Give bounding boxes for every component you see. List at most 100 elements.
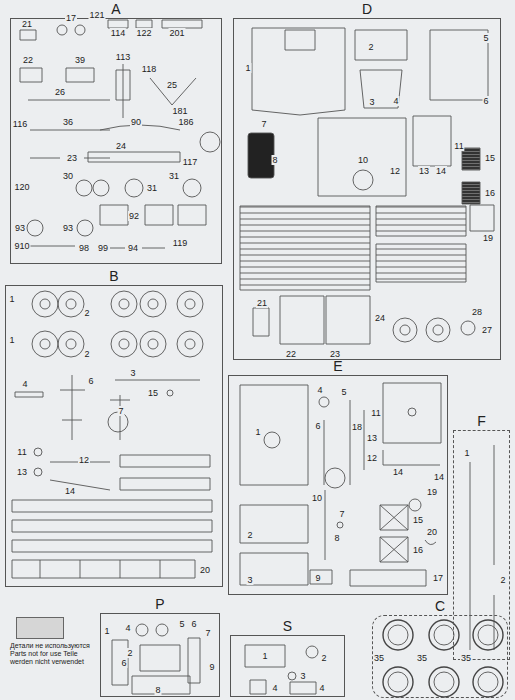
callout-number: 116 [12, 119, 28, 129]
callout-number: 23 [329, 349, 341, 359]
callout-number: 94 [127, 243, 139, 253]
callout-number: 6 [87, 376, 94, 386]
callout-number: 3 [246, 575, 253, 585]
callout-number: 36 [62, 117, 74, 127]
callout-number: 4 [318, 683, 325, 693]
callout-number: 7 [260, 119, 267, 129]
callout-number: 2 [320, 653, 327, 663]
callout-number: 4 [124, 623, 131, 633]
callout-number: 8 [271, 155, 278, 165]
callout-number: 35 [460, 653, 472, 663]
callout-number: 117 [182, 157, 198, 167]
callout-number: 910 [13, 241, 30, 251]
callout-number: 2 [83, 308, 90, 318]
callout-number: 16 [484, 188, 496, 198]
callout-number: 21 [21, 19, 33, 29]
callout-number: 1 [8, 294, 15, 304]
callout-number: 9 [314, 573, 321, 583]
callout-number: 13 [16, 467, 28, 477]
callout-number: 15 [147, 388, 159, 398]
callout-number: 35 [373, 653, 385, 663]
callout-number: 15 [484, 153, 496, 163]
sprue-letter: E [333, 358, 342, 374]
callout-number: 26 [54, 87, 66, 97]
callout-number: 6 [190, 619, 197, 629]
callout-number: 22 [285, 349, 297, 359]
callout-number: 2 [83, 349, 90, 359]
sprue-frame: E [228, 375, 448, 595]
callout-number: 5 [482, 33, 489, 43]
callout-number: 19 [426, 487, 438, 497]
sprue-letter: D [362, 1, 372, 17]
callout-number: 118 [141, 64, 157, 74]
callout-number: 14 [64, 486, 76, 496]
callout-number: 201 [168, 28, 185, 38]
callout-number: 14 [435, 166, 447, 176]
callout-number: 25 [166, 80, 178, 90]
callout-number: 7 [204, 628, 211, 638]
callout-number: 14 [392, 467, 404, 477]
callout-number: 1 [244, 63, 251, 73]
callout-number: 92 [128, 211, 140, 221]
callout-number: 99 [97, 243, 109, 253]
callout-number: 114 [110, 28, 126, 38]
sprue-letter: C [435, 598, 445, 614]
callout-number: 9 [208, 662, 215, 672]
callout-number: 15 [412, 515, 424, 525]
callout-number: 1 [8, 335, 15, 345]
callout-number: 1 [254, 427, 261, 437]
sprue-letter: P [155, 596, 164, 612]
sprue-frame: D [233, 18, 501, 360]
sprue-letter: A [111, 1, 120, 17]
callout-number: 5 [340, 387, 347, 397]
callout-number: 18 [351, 422, 363, 432]
callout-number: 11 [16, 447, 27, 457]
callout-number: 3 [299, 671, 306, 681]
callout-number: 6 [120, 658, 127, 668]
callout-number: 1 [261, 651, 268, 661]
callout-number: 1 [103, 626, 110, 636]
callout-number: 17 [65, 13, 77, 23]
callout-number: 2 [367, 42, 374, 52]
callout-number: 4 [21, 379, 28, 389]
callout-number: 2 [499, 575, 506, 585]
callout-number: 22 [22, 55, 34, 65]
callout-number: 31 [168, 171, 180, 181]
callout-number: 6 [314, 421, 321, 431]
sprue-frame: S [230, 635, 345, 697]
callout-number: 4 [392, 96, 399, 106]
callout-number: 20 [426, 527, 438, 537]
sprue-frame: B [5, 285, 223, 587]
callout-number: 35 [416, 653, 428, 663]
callout-number: 8 [154, 685, 161, 695]
callout-number: 20 [199, 565, 211, 575]
sprue-frame: F [453, 430, 510, 660]
callout-number: 5 [178, 619, 185, 629]
callout-number: 21 [256, 298, 268, 308]
legend-swatch [16, 617, 64, 639]
callout-number: 181 [171, 106, 188, 116]
callout-number: 6 [482, 96, 489, 106]
callout-number: 122 [135, 28, 152, 38]
callout-number: 113 [115, 52, 131, 62]
callout-number: 2 [126, 648, 133, 658]
sprue-letter: F [477, 413, 486, 429]
callout-number: 2 [246, 530, 253, 540]
callout-number: 12 [78, 455, 90, 465]
callout-number: 93 [62, 223, 74, 233]
callout-number: 12 [366, 453, 378, 463]
callout-number: 27 [481, 325, 493, 335]
callout-number: 186 [177, 117, 194, 127]
callout-number: 28 [471, 307, 483, 317]
callout-number: 7 [338, 509, 345, 519]
callout-number: 119 [172, 238, 188, 248]
callout-number: 3 [368, 97, 375, 107]
callout-number: 120 [13, 182, 30, 192]
callout-number: 13 [418, 166, 430, 176]
legend-text: Детали не используются Parts not for use… [10, 642, 92, 666]
callout-number: 4 [316, 385, 323, 395]
callout-number: 30 [62, 171, 74, 181]
callout-number: 17 [432, 573, 444, 583]
